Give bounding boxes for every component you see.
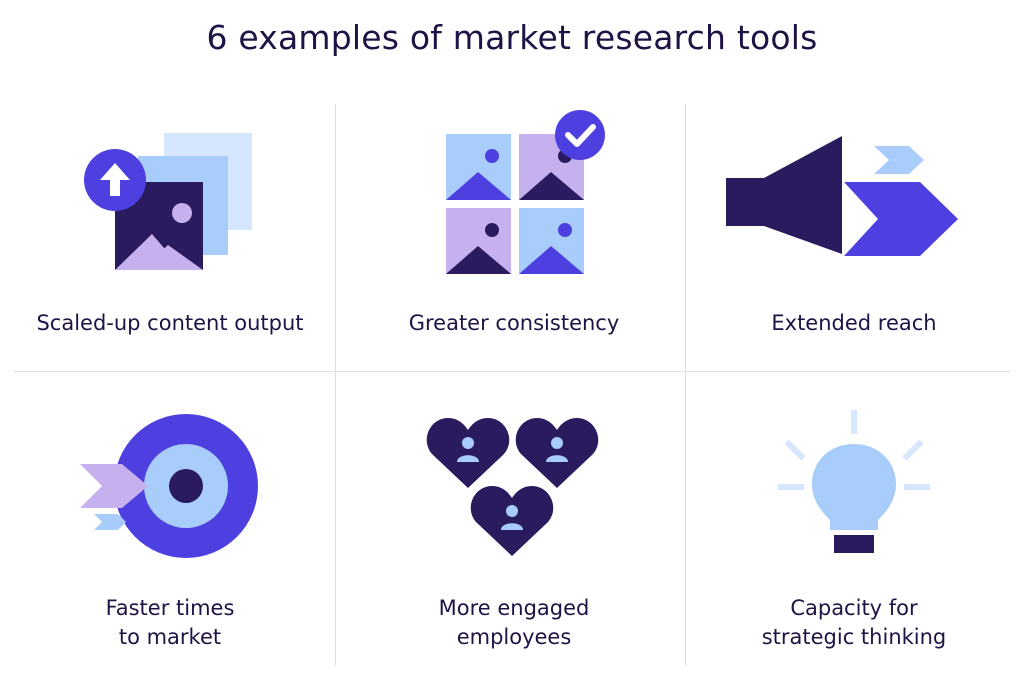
- item-label: More engaged employees: [438, 596, 590, 649]
- item-strategic-thinking: Capacity for strategic thinking: [684, 372, 1024, 667]
- image-upload-icon: [84, 133, 252, 270]
- item-scaled-up-content: Scaled-up content output: [0, 104, 340, 371]
- hearts-people-icon: [426, 418, 599, 556]
- item-greater-consistency: Greater consistency: [344, 104, 684, 371]
- megaphone-icon: [726, 136, 958, 256]
- item-extended-reach: Extended reach: [684, 104, 1024, 371]
- lightbulb-icon: [778, 410, 930, 553]
- item-label: Faster times to market: [105, 596, 235, 649]
- divider-horizontal: [14, 371, 1010, 372]
- divider-vertical-right: [685, 104, 686, 666]
- heart-person-icon: [515, 418, 599, 488]
- item-label: Greater consistency: [408, 311, 620, 335]
- item-faster-times: Faster times to market: [0, 372, 340, 667]
- page-title: 6 examples of market research tools: [206, 18, 818, 57]
- item-engaged-employees: More engaged employees: [344, 372, 684, 667]
- heart-person-icon: [426, 418, 510, 488]
- divider-vertical-left: [335, 104, 336, 666]
- heart-person-icon: [470, 486, 554, 556]
- target-arrow-icon: [80, 414, 258, 558]
- item-label: Scaled-up content output: [36, 311, 304, 335]
- item-label: Capacity for strategic thinking: [761, 596, 947, 649]
- image-grid-check-icon: [446, 110, 605, 274]
- item-label: Extended reach: [771, 311, 937, 335]
